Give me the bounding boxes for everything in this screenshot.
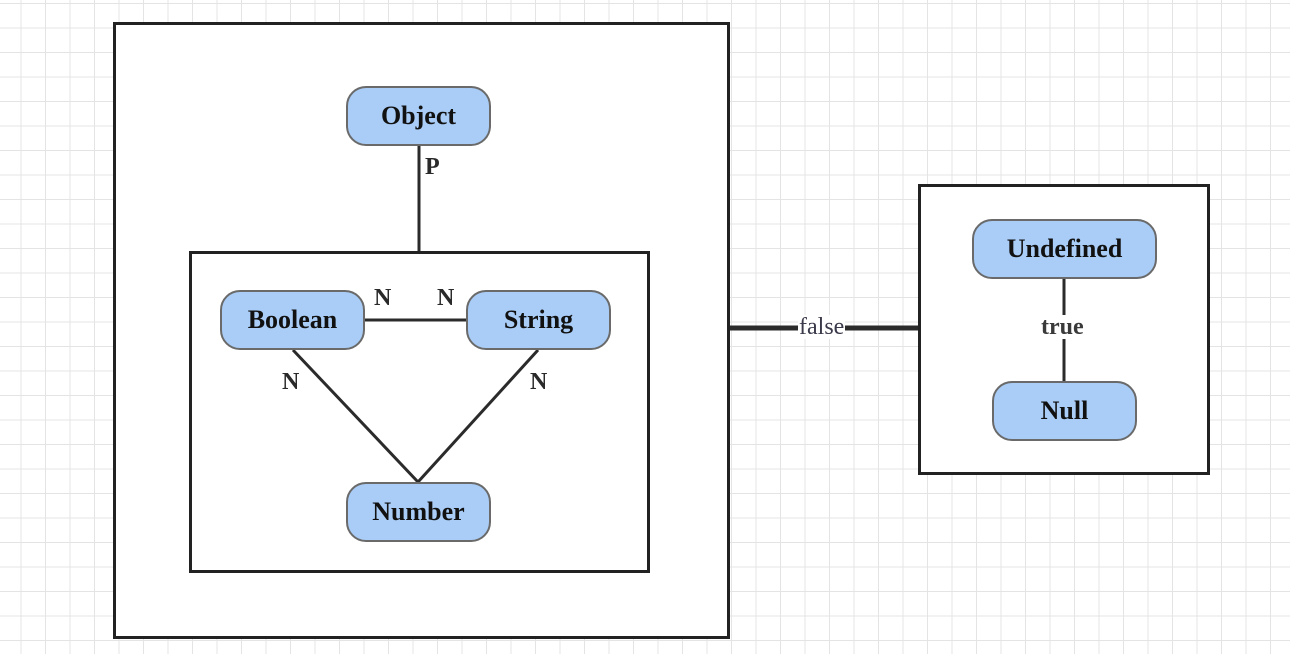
undefined-node[interactable]: Undefined	[972, 219, 1157, 279]
edge-label-n-string-side: N	[437, 285, 455, 311]
edge-label-n-string-number: N	[530, 369, 548, 395]
null-node[interactable]: Null	[992, 381, 1137, 441]
string-node[interactable]: String	[466, 290, 611, 350]
edge-label-true: true	[1039, 314, 1086, 340]
edge-label-n-boolean-number: N	[282, 369, 300, 395]
boolean-node[interactable]: Boolean	[220, 290, 365, 350]
edge-label-p: P	[425, 154, 440, 180]
number-node[interactable]: Number	[346, 482, 491, 542]
edge-label-false: false	[798, 314, 846, 340]
edge-label-n-boolean-side: N	[374, 285, 392, 311]
object-node[interactable]: Object	[346, 86, 491, 146]
